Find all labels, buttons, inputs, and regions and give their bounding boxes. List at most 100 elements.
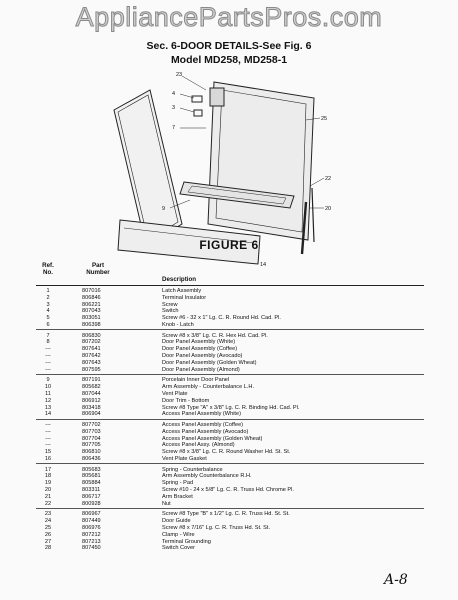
latch-assembly	[209, 87, 225, 107]
description-cell: Screw #8 x 3/8" Lg. C. R. Round Washer H…	[162, 449, 291, 456]
parts-group: 9 807191 Porcelain Inner Door Panel 10 80568…	[36, 377, 424, 420]
part-number-cell: 807202	[82, 339, 101, 346]
ref-no-cell: 10	[44, 384, 52, 391]
ref-no-cell: 27	[44, 538, 52, 545]
ref-no-cell: 5	[46, 315, 50, 322]
vent-plate	[179, 181, 295, 209]
part-number-cell: 805683	[82, 466, 101, 473]
description-cell: Screw #8 Type "A" x 3/8" Lg. C. R. Bindi…	[162, 404, 300, 411]
ref-no-cell: 23	[44, 511, 52, 518]
ref-no-cell: 15	[44, 449, 52, 456]
description-cell: Knob - Latch	[162, 321, 194, 328]
table-row: 15 806810 Screw #8 x 3/8" Lg. C. R. Round …	[36, 449, 424, 456]
description-cell: Arm Assembly - Counterbalance L.H.	[162, 384, 255, 391]
part-number-cell: 800928	[82, 500, 101, 507]
figure-label: FIGURE 6	[199, 238, 259, 252]
part-number-cell: 807016	[82, 288, 101, 294]
description-cell: Screw #8 x 7/16" Lg. C. R. Truss Hd. St.…	[162, 524, 270, 531]
description-cell: Access Panel Assy. (Almond)	[162, 442, 235, 449]
part-number-cell: 806398	[82, 321, 101, 328]
model-title: Model MD258, MD258-1	[170, 54, 288, 66]
ref-no-cell: ---	[45, 353, 51, 360]
ref-no-cell: 4	[46, 308, 50, 315]
table-row: 27 807213 Terminal Grounding	[36, 539, 424, 546]
part-number-cell: 807705	[82, 442, 101, 449]
description-cell: Door Panel Assembly (Coffee)	[162, 346, 238, 353]
ref-no-cell: ---	[45, 435, 51, 442]
description-cell: Switch	[162, 308, 179, 315]
table-row: 17 805683 Spring - Counterbalance	[36, 467, 424, 474]
description-cell: Spring - Counterbalance	[162, 466, 223, 473]
description-cell: Door Panel Assembly (Almond)	[162, 366, 240, 373]
description-cell: Access Panel Assembly (Avocado)	[162, 428, 249, 435]
door-exploded-diagram: 23 4 3 7 25 22 20 9 14	[113, 72, 331, 268]
part-number-cell: 807450	[82, 545, 101, 552]
part-number-cell: 807043	[82, 308, 101, 315]
ref-no-cell: 14	[44, 411, 52, 418]
part-number-cell: 806976	[82, 524, 101, 531]
description-cell: Switch Cover	[162, 545, 195, 552]
svg-text:25: 25	[321, 116, 327, 122]
table-row: 7 806830 Screw #8 x 3/8" Lg. C. R. Hex Hd.…	[36, 333, 424, 340]
description-cell: Arm Bracket	[162, 493, 193, 500]
part-number-cell: 807703	[82, 428, 101, 435]
description-cell: Terminal Insulator	[162, 294, 207, 301]
part-number-cell: 806967	[82, 511, 101, 518]
ref-no-cell: 26	[44, 531, 52, 538]
ref-no-cell: 2	[46, 294, 50, 301]
ref-no-cell: 9	[46, 377, 50, 384]
ref-no-cell: 17	[44, 466, 52, 473]
ref-no-cell: 25	[44, 524, 52, 531]
description-cell: Screw #8 x 3/8" Lg. C. R. Hex Hd. Cad. P…	[162, 332, 268, 339]
description-cell: Access Panel Assembly (White)	[162, 411, 241, 418]
table-row: 6 806398 Knob - Latch	[36, 322, 424, 329]
part-number-cell: 807213	[82, 538, 101, 545]
part-number-cell: 803311	[82, 487, 101, 494]
svg-text:7: 7	[172, 125, 175, 131]
ref-no-cell: 7	[46, 332, 50, 339]
part-number-cell: 807641	[82, 346, 101, 353]
part-number-cell: 805682	[82, 384, 101, 391]
part-number-cell: 807191	[82, 377, 101, 384]
ref-no-cell: 3	[46, 301, 50, 308]
svg-text:14: 14	[260, 262, 266, 268]
description-cell: Terminal Grounding	[162, 538, 211, 545]
part-number-cell: 803418	[82, 404, 101, 411]
description-cell: Door Panel Assembly (White)	[162, 339, 236, 346]
ref-no-cell: 24	[44, 518, 52, 525]
description-cell: Clamp - Wire	[162, 531, 195, 538]
svg-text:9: 9	[162, 206, 165, 212]
part-number-cell: 806830	[82, 332, 101, 339]
part-number-cell: 806904	[82, 411, 101, 418]
description-cell: Screw #6 - 32 x 1" Lg. C. R. Round Hd. C…	[162, 315, 281, 322]
ref-no-cell: ---	[45, 366, 51, 373]
part-number-cell: 807044	[82, 390, 101, 397]
ref-no-cell: 11	[45, 390, 51, 397]
parts-table-header: Ref. No. Part Number Description	[36, 260, 424, 286]
ref-no-cell: ---	[45, 422, 51, 429]
description-header: Description	[162, 276, 197, 283]
part-number-cell: 807643	[82, 359, 101, 366]
door-panel	[113, 89, 183, 247]
description-cell: Porcelain Inner Door Panel	[162, 377, 230, 384]
part-number-cell: 805884	[82, 480, 101, 487]
part-number-cell: 807212	[82, 531, 101, 538]
svg-text:4: 4	[172, 91, 175, 97]
table-row: 25 806976 Screw #8 x 7/16" Lg. C. R. Truss…	[36, 525, 424, 532]
part-number-cell: 806717	[82, 493, 101, 500]
part-number-cell: 806846	[82, 294, 101, 301]
part-number-cell: 806810	[82, 449, 101, 456]
part-number-header: Part Number	[86, 262, 110, 276]
ref-no-cell: 6	[46, 321, 50, 328]
part-number-cell: 805681	[82, 473, 101, 480]
